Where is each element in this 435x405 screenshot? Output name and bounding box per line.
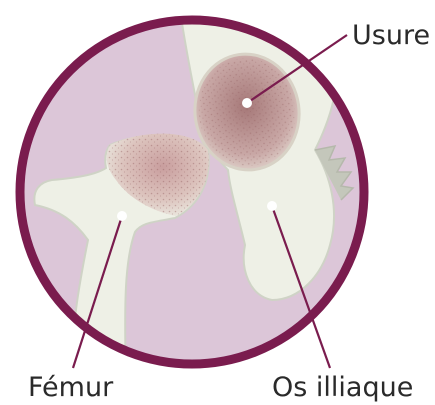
- anchor-dot-usure: [242, 98, 252, 108]
- anchor-dot-os-iliaque: [267, 201, 277, 211]
- label-usure: Usure: [352, 22, 430, 49]
- anchor-dot-femur: [117, 211, 127, 221]
- label-femur: Fémur: [28, 374, 113, 401]
- label-os-iliaque: Os illiaque: [272, 374, 413, 401]
